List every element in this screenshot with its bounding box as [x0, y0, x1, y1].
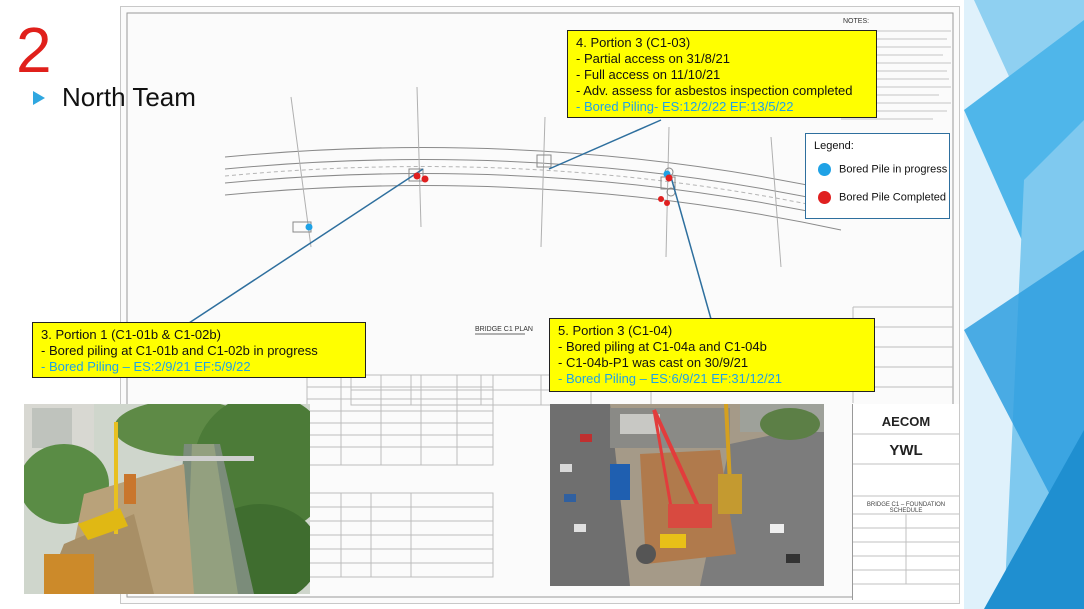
decorative-side-panel [964, 0, 1084, 609]
notes-heading: NOTES: [843, 18, 869, 25]
site-photo-construction-aerial [550, 404, 824, 586]
bored-pile-completed-marker [665, 174, 673, 182]
callout-bored-piling-dates: - Bored Piling – ES:2/9/21 EF:5/9/22 [41, 359, 251, 374]
callout-line: - Partial access on 31/8/21 [576, 51, 730, 66]
legend: Legend: Bored Pile in progress Bored Pil… [805, 133, 950, 219]
legend-title: Legend: [814, 140, 854, 152]
callout-bored-piling-dates: - Bored Piling – ES:6/9/21 EF:31/12/21 [558, 371, 783, 386]
bored-pile-completed-dot-icon [818, 191, 831, 204]
legend-item-completed: Bored Pile Completed [818, 191, 946, 204]
company-logo-aecom: AECOM [881, 414, 931, 429]
callout-line: - C1-04b-P1 was cast on 30/9/21 [558, 355, 749, 370]
callout-leader-lines [188, 119, 712, 324]
title-block-grid [853, 433, 959, 585]
bored-pile-completed-marker [664, 200, 670, 206]
plan-label: BRIDGE C1 PLAN [475, 326, 533, 333]
sheet-title: BRIDGE C1 – FOUNDATION SCHEDULE [866, 502, 946, 514]
callout-bored-piling-dates: - Bored Piling- ES:12/2/22 EF:13/5/22 [576, 99, 794, 114]
callout-portion1-c1-01b-c1-02b: 3. Portion 1 (C1-01b & C1-02b) - Bored p… [32, 322, 366, 378]
callout-line: - Bored piling at C1-04a and C1-04b [558, 339, 767, 354]
callout-line: - Adv. assess for asbestos inspection co… [576, 83, 853, 98]
callout-line: - Full access on 11/10/21 [576, 67, 721, 82]
bored-pile-completed-marker [413, 172, 421, 180]
slide-number: 2 [16, 14, 52, 86]
bored-pile-completed-marker [421, 175, 429, 183]
bored-pile-in-progress-marker [305, 223, 313, 231]
callout-heading: 4. Portion 3 (C1-03) [576, 35, 691, 50]
drawing-title-block: AECOM YWL BRIDGE C1 – FOUNDATION SCHEDUL… [852, 404, 959, 600]
legend-label: Bored Pile in progress [839, 163, 948, 176]
callout-line: - Bored piling at C1-01b and C1-02b in p… [41, 343, 318, 358]
callout-portion3-c1-03: 4. Portion 3 (C1-03) - Partial access on… [567, 30, 877, 118]
legend-item-in-progress: Bored Pile in progress [818, 163, 947, 176]
company-logo-ywl: YWL [889, 442, 923, 459]
callout-heading: 5. Portion 3 (C1-04) [558, 323, 673, 338]
legend-label: Bored Pile Completed [839, 191, 947, 204]
slide-title: North Team [62, 82, 196, 112]
bored-pile-completed-marker [658, 196, 664, 202]
arrow-bullet-icon [33, 91, 45, 105]
callout-portion3-c1-04: 5. Portion 3 (C1-04) - Bored piling at C… [549, 318, 875, 392]
callout-heading: 3. Portion 1 (C1-01b & C1-02b) [41, 327, 221, 342]
bored-pile-in-progress-dot-icon [818, 163, 831, 176]
site-photo-river-channel [24, 404, 310, 594]
